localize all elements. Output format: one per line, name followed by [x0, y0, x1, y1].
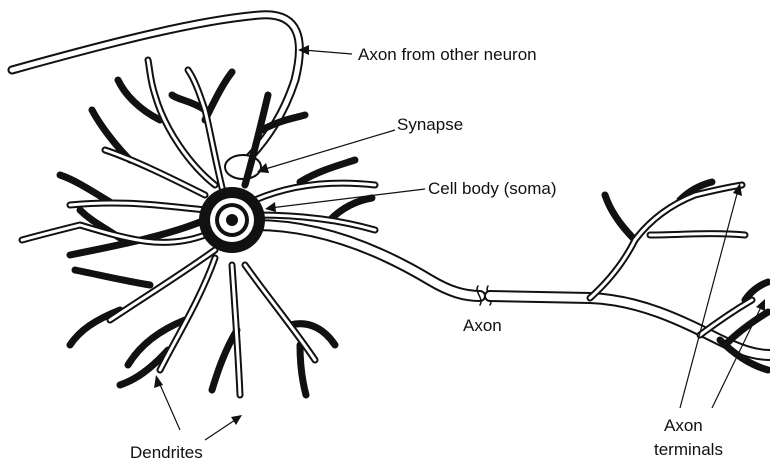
label-cell-body: Cell body (soma) [428, 179, 557, 198]
pointer-axon-from-other-neuron [298, 45, 352, 55]
label-axon: Axon [463, 316, 502, 335]
main-axon [255, 225, 770, 355]
cell-body [199, 187, 265, 253]
axon-terminals [590, 182, 768, 370]
label-synapse: Synapse [397, 115, 463, 134]
pointer-dendrites [154, 375, 242, 440]
label-axon-from-other-neuron: Axon from other neuron [358, 45, 537, 64]
label-dendrites: Dendrites [130, 443, 203, 462]
label-axon-terminals-line1: Axon [664, 416, 703, 435]
label-axon-terminals-line2: terminals [654, 440, 723, 459]
nucleus [226, 214, 238, 226]
